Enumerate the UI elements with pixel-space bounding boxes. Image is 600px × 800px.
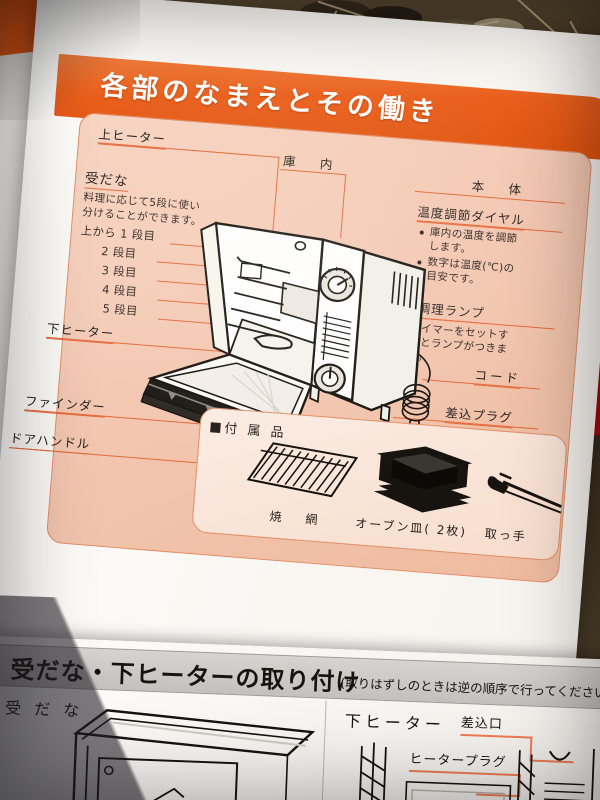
grill-rack-icon (241, 437, 364, 512)
accessory-label-0: 焼 網 (268, 509, 324, 528)
accessories-box: 付 属 品 焼 網 (191, 406, 568, 562)
oven-tray-icon (362, 439, 478, 528)
installation-heading-note: (取りはずしのときは逆の順序で行ってください。) (340, 675, 600, 701)
black-square-bullet-icon (210, 422, 221, 434)
handle-tool-icon (482, 464, 568, 520)
manual-page: 各部のなまえとその働き 上ヒーター 受だな 料理に応じて5段に使い 分けることが… (0, 0, 600, 736)
installation-section: 受だな・下ヒーターの取り付け (取りはずしのときは逆の順序で行ってください。) … (0, 635, 600, 800)
installation-heading: 受だな・下ヒーターの取り付け (10, 655, 361, 697)
rack-install-illustration (52, 692, 319, 800)
accessory-label-2: 取っ手 (484, 526, 528, 544)
lower-heater-illustration (350, 726, 600, 800)
label-rack: 受だな (84, 166, 130, 192)
